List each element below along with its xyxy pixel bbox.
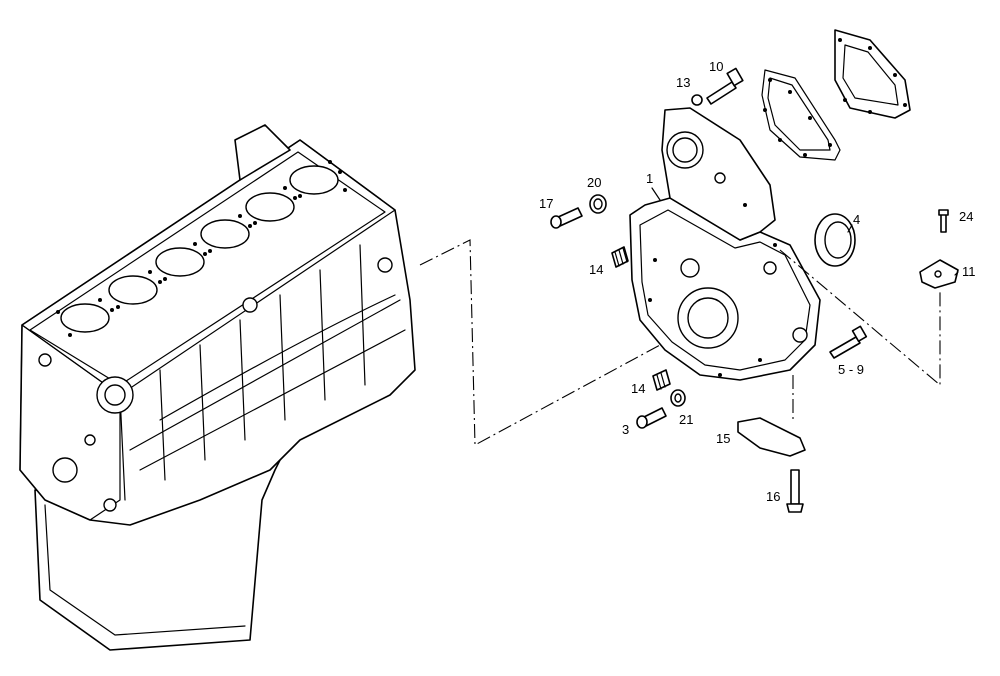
bolt-part-3 [636, 407, 667, 429]
callout-3: 3 [622, 422, 629, 437]
cover-gaskets [761, 29, 911, 161]
callout-10: 10 [709, 59, 723, 74]
leader-lines [651, 187, 959, 276]
callout-14-lower: 14 [631, 381, 645, 396]
cover-plate-part-15 [737, 417, 806, 457]
screw-part-24 [938, 209, 949, 233]
engine-block [19, 124, 416, 651]
assembly-lines [419, 239, 941, 446]
bolt-part-5-9 [829, 325, 868, 359]
bolt-part-10 [706, 67, 744, 105]
callout-11: 11 [962, 264, 976, 279]
seal-ring-part-21 [670, 389, 686, 407]
callout-16: 16 [766, 489, 780, 504]
callout-20: 20 [587, 175, 601, 190]
bolt-part-16 [786, 469, 804, 513]
spring-part-14-upper [611, 246, 629, 268]
callout-17: 17 [539, 196, 553, 211]
callout-5-9: 5 - 9 [838, 362, 864, 377]
bolt-part-17 [550, 207, 583, 229]
callout-15: 15 [716, 431, 730, 446]
callout-14-upper: 14 [589, 262, 603, 277]
callout-4: 4 [853, 212, 860, 227]
seal-ring-part-20 [589, 194, 607, 214]
timing-housing-part-1 [629, 107, 821, 381]
washer-part-13 [691, 94, 703, 106]
bracket-part-11 [919, 259, 959, 289]
crank-seal-part-4 [814, 213, 856, 267]
callout-21: 21 [679, 412, 693, 427]
callout-13: 13 [676, 75, 690, 90]
callout-24: 24 [959, 209, 973, 224]
spring-part-14-lower [652, 369, 671, 391]
callout-1: 1 [646, 171, 653, 186]
